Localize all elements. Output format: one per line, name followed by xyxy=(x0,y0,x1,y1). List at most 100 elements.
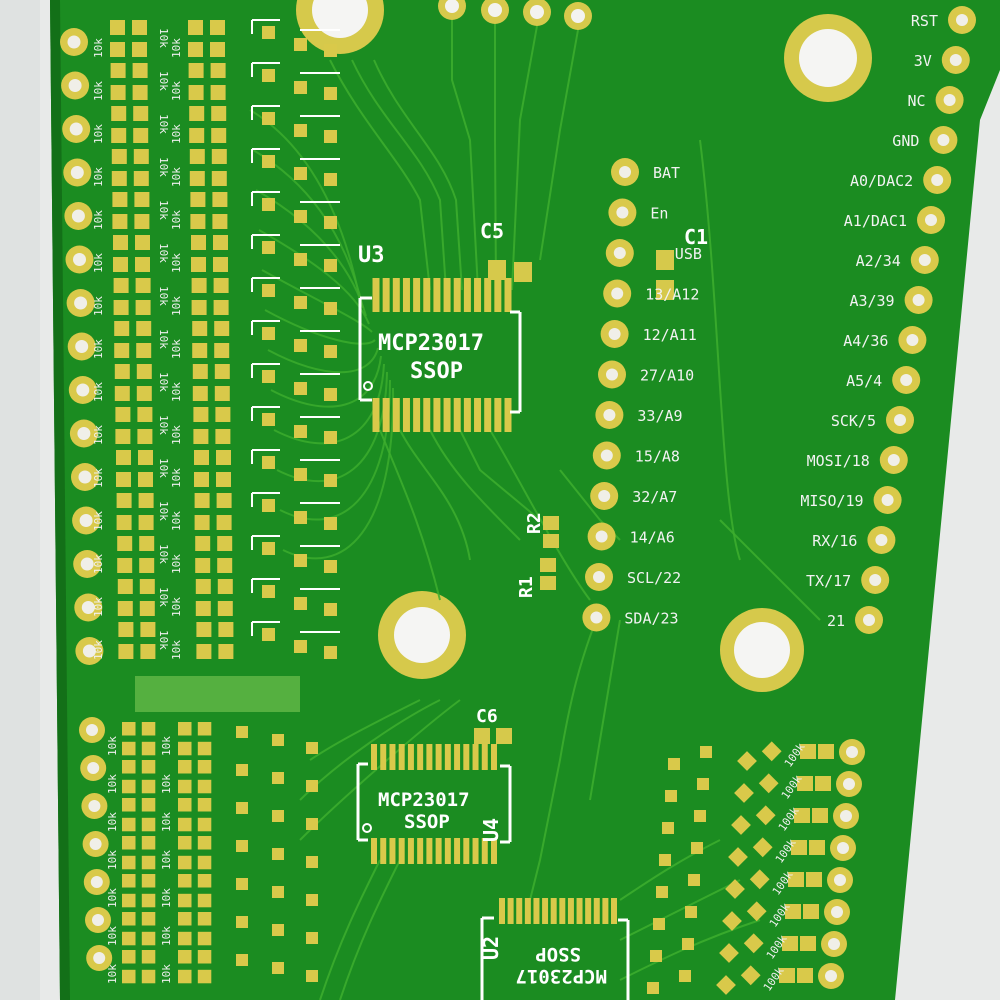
chip-u4-line2: SSOP xyxy=(404,811,450,833)
chip-u2: MCP23017 SSOP U2 xyxy=(479,898,630,1000)
header-pin-label: RX/16 xyxy=(812,532,857,550)
resistor-r1-label: R1 xyxy=(516,576,537,598)
header-pin-label: USB xyxy=(675,245,702,263)
header-pin-label: A5/4 xyxy=(846,372,882,390)
header-pin-label: 13/A12 xyxy=(645,286,699,304)
svg-text:10k: 10k xyxy=(170,167,183,187)
header-pin-label: 3V xyxy=(914,52,932,70)
svg-text:10k: 10k xyxy=(157,587,170,607)
svg-text:10k: 10k xyxy=(170,210,183,230)
header-pin-label: 12/A11 xyxy=(643,326,697,344)
svg-text:10k: 10k xyxy=(92,640,105,660)
svg-text:10k: 10k xyxy=(92,468,105,488)
svg-text:10k: 10k xyxy=(106,926,119,946)
top-header-pads xyxy=(438,0,592,30)
svg-text:10k: 10k xyxy=(92,124,105,144)
svg-text:10k: 10k xyxy=(160,964,173,984)
chip-u4-line1: MCP23017 xyxy=(378,789,470,811)
svg-text:10k: 10k xyxy=(92,554,105,574)
svg-text:10k: 10k xyxy=(160,736,173,756)
svg-text:10k: 10k xyxy=(170,468,183,488)
svg-text:10k: 10k xyxy=(92,382,105,402)
svg-text:10k: 10k xyxy=(92,38,105,58)
ground-strip xyxy=(135,676,300,712)
svg-text:10k: 10k xyxy=(170,124,183,144)
capacitor-c1-label: C1 xyxy=(684,225,708,249)
header-pin-label: 33/A9 xyxy=(637,407,682,425)
chip-u3-ref: U3 xyxy=(358,243,385,268)
chip-u2-line2: SSOP xyxy=(535,943,581,965)
svg-text:10k: 10k xyxy=(157,71,170,91)
chip-u4-ref: U4 xyxy=(479,818,503,842)
header-pin-label: 14/A6 xyxy=(630,529,675,547)
header-pin-label: A3/39 xyxy=(849,292,894,310)
svg-text:10k: 10k xyxy=(160,774,173,794)
svg-text:10k: 10k xyxy=(160,888,173,908)
svg-text:10k: 10k xyxy=(92,425,105,445)
header-pin-label: A0/DAC2 xyxy=(850,172,913,190)
svg-text:10k: 10k xyxy=(160,850,173,870)
svg-text:10k: 10k xyxy=(170,296,183,316)
svg-text:10k: 10k xyxy=(157,415,170,435)
resistor-r2-label: R2 xyxy=(524,512,545,534)
header-pin-label: MISO/19 xyxy=(800,492,863,510)
svg-text:10k: 10k xyxy=(106,850,119,870)
header-pin-label: MOSI/18 xyxy=(807,452,870,470)
svg-text:10k: 10k xyxy=(92,597,105,617)
chip-u3-line2: SSOP xyxy=(410,359,463,384)
header-pin-label: 32/A7 xyxy=(632,488,677,506)
chip-u3: U3 MCP23017 SSOP xyxy=(358,243,522,432)
svg-text:10k: 10k xyxy=(157,544,170,564)
svg-text:10k: 10k xyxy=(170,382,183,402)
svg-text:10k: 10k xyxy=(92,253,105,273)
svg-text:10k: 10k xyxy=(170,511,183,531)
mounting-holes xyxy=(296,0,872,692)
svg-text:10k: 10k xyxy=(157,458,170,478)
header-pin-label: 27/A10 xyxy=(640,367,694,385)
feather-header-outer: RST3VNCGNDA0/DAC2A1/DAC1A2/34A3/39A4/36A… xyxy=(800,6,976,634)
header-pin-label: En xyxy=(650,205,668,223)
header-pin-label: RST xyxy=(911,12,938,30)
chip-u4: MCP23017 SSOP U4 xyxy=(356,744,512,864)
pcb-board xyxy=(50,0,1000,1000)
svg-text:10k: 10k xyxy=(157,286,170,306)
header-pin-label: A4/36 xyxy=(843,332,888,350)
capacitor-c5-label: C5 xyxy=(480,219,504,243)
svg-text:10k: 10k xyxy=(170,38,183,58)
header-pin-label: BAT xyxy=(653,164,680,182)
svg-text:10k: 10k xyxy=(170,554,183,574)
header-pin-label: SCL/22 xyxy=(627,569,681,587)
svg-text:10k: 10k xyxy=(106,812,119,832)
header-pin-label: GND xyxy=(892,132,919,150)
left-edge-pads xyxy=(60,28,113,971)
svg-text:10k: 10k xyxy=(157,28,170,48)
svg-text:10k: 10k xyxy=(92,210,105,230)
svg-text:10k: 10k xyxy=(157,243,170,263)
svg-text:10k: 10k xyxy=(157,630,170,650)
svg-text:10k: 10k xyxy=(106,736,119,756)
svg-text:10k: 10k xyxy=(92,296,105,316)
capacitor-c6-label: C6 xyxy=(476,706,498,727)
svg-text:10k: 10k xyxy=(170,597,183,617)
svg-text:10k: 10k xyxy=(106,774,119,794)
chip-u3-line1: MCP23017 xyxy=(378,331,484,356)
svg-text:10k: 10k xyxy=(157,501,170,521)
svg-text:10k: 10k xyxy=(170,253,183,273)
svg-text:10k: 10k xyxy=(170,425,183,445)
svg-text:10k: 10k xyxy=(170,81,183,101)
svg-text:10k: 10k xyxy=(160,926,173,946)
svg-text:10k: 10k xyxy=(170,339,183,359)
resistor-r2: R2 xyxy=(524,512,559,548)
header-pin-label: 15/A8 xyxy=(635,448,680,466)
svg-text:10k: 10k xyxy=(157,157,170,177)
header-pin-label: SCK/5 xyxy=(831,412,876,430)
svg-text:10k: 10k xyxy=(157,200,170,220)
header-pin-label: SDA/23 xyxy=(624,610,678,628)
capacitor-c6: C6 xyxy=(474,706,512,744)
svg-text:10k: 10k xyxy=(92,81,105,101)
svg-text:10k: 10k xyxy=(157,114,170,134)
svg-text:10k: 10k xyxy=(157,329,170,349)
header-pin-label: A1/DAC1 xyxy=(844,212,907,230)
